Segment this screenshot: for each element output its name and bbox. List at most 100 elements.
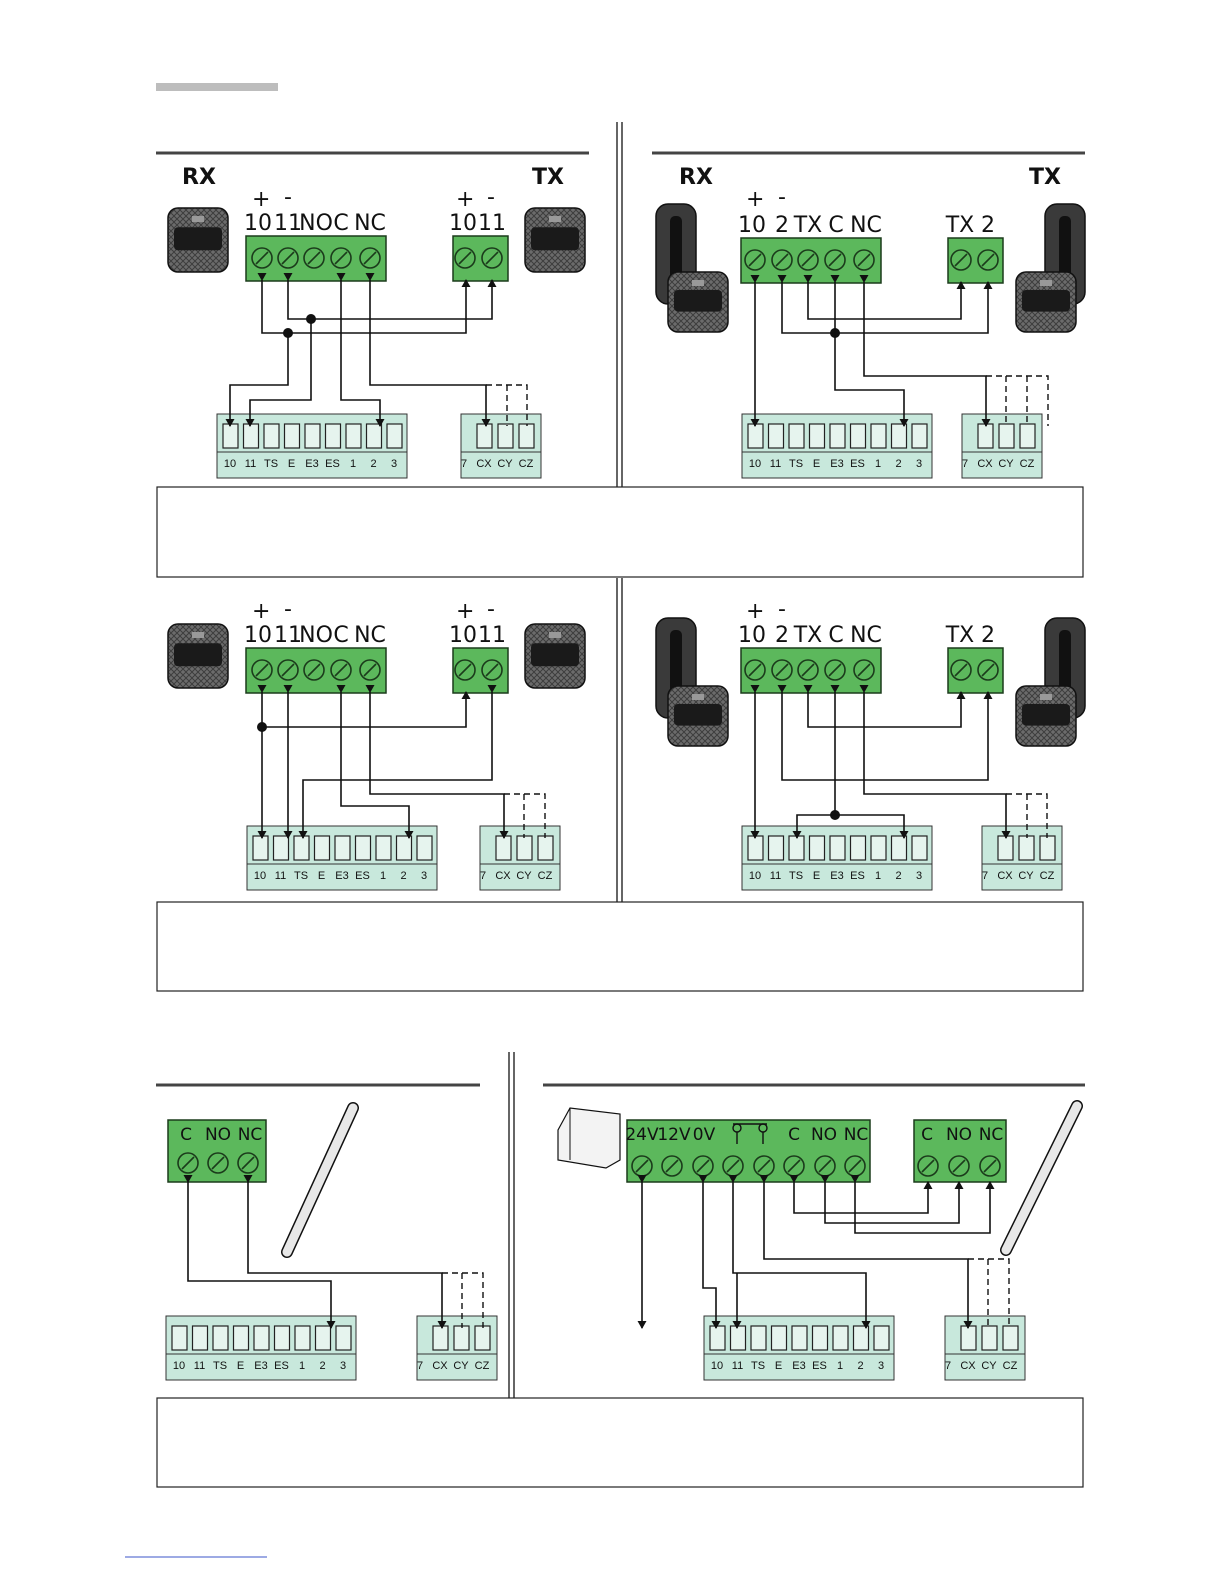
terminal-screw — [771, 249, 793, 271]
rx-photocell — [167, 207, 229, 273]
board-terminal-label: 1 — [380, 870, 386, 882]
board-socket — [283, 423, 301, 449]
board-socket — [747, 835, 764, 861]
rx-photocell — [667, 685, 729, 747]
board-socket — [212, 1325, 229, 1351]
wire-c — [336, 273, 385, 427]
board-terminal-label: 3 — [916, 458, 922, 470]
board-terminal-label: CY — [516, 870, 532, 882]
wire-nc — [365, 273, 491, 427]
terminal-screw — [814, 1155, 836, 1177]
board-terminal-label: E — [813, 870, 820, 882]
terminal-screw — [917, 1155, 939, 1177]
terminal-screw — [744, 659, 766, 681]
board-socket — [911, 423, 928, 449]
board-terminal-label: 10 — [749, 458, 761, 470]
board-terminal-label: 1 — [350, 458, 356, 470]
board-terminal-label: E — [288, 458, 295, 470]
svg-text:+: + — [456, 599, 474, 624]
board-terminal-label: 2 — [857, 1360, 863, 1372]
terminal-label: TX — [793, 213, 823, 238]
board-socket — [432, 1325, 449, 1351]
terminal-label: NO — [946, 1125, 972, 1145]
board-socket — [788, 423, 805, 449]
board-terminal-label: CZ — [538, 870, 553, 882]
wire-nc — [243, 1175, 447, 1329]
board-socket — [294, 1325, 311, 1351]
board-socket — [767, 423, 785, 449]
board-terminal-label: E3 — [792, 1360, 805, 1372]
sensitive-edge-device — [1000, 1100, 1083, 1256]
rx-label: RX — [182, 165, 216, 190]
svg-text:-: - — [284, 185, 292, 210]
board-terminal-label: 11 — [770, 458, 781, 470]
terminal-label: C — [333, 211, 348, 236]
board-terminal-label: CZ — [1003, 1360, 1018, 1372]
terminal-screw — [207, 1152, 229, 1174]
board-terminal-label: 10 — [254, 870, 266, 882]
board-socket — [770, 1325, 788, 1351]
board-socket — [345, 423, 362, 449]
terminal-screw — [979, 1155, 1001, 1177]
board-terminal-label: TS — [264, 458, 278, 470]
polarity-markers: + - + - + - + - + - + - — [252, 185, 786, 624]
board-socket — [791, 1325, 808, 1351]
board-terminal-label: 10 — [711, 1360, 723, 1372]
terminal-screw — [824, 249, 846, 271]
board-socket — [395, 835, 413, 861]
rx-label: RX — [679, 165, 713, 190]
sensitive-edge-device — [281, 1102, 359, 1258]
relay-contact-icon — [732, 1123, 768, 1144]
terminal-label: 10 — [449, 623, 477, 648]
terminal-label: 10 — [738, 623, 766, 648]
board-socket — [997, 835, 1014, 861]
board-socket — [849, 423, 867, 449]
terminal-screw — [251, 659, 273, 681]
terminal-screw — [771, 659, 793, 681]
board-terminal-label: 10 — [224, 458, 236, 470]
board-socket — [1018, 835, 1035, 861]
board-terminal-label: E3 — [305, 458, 318, 470]
board-terminal-label: 11 — [194, 1360, 205, 1372]
board-terminal-label: 7 — [982, 870, 988, 882]
wire-nc — [820, 1175, 964, 1224]
terminal-screw — [744, 249, 766, 271]
wire-plus — [257, 273, 471, 334]
wire-c — [830, 275, 909, 427]
terminal-label: 10 — [449, 211, 477, 236]
terminal-screw — [948, 1155, 970, 1177]
board-terminal-label: 2 — [370, 458, 376, 470]
board-socket — [747, 423, 764, 449]
board-terminal-label: E — [775, 1360, 782, 1372]
board-socket — [253, 1325, 270, 1351]
terminal-label: NC — [844, 1125, 869, 1145]
terminal-label: C — [180, 1125, 192, 1145]
board-terminal-label: CY — [981, 1360, 997, 1372]
svg-text:+: + — [746, 187, 764, 212]
wire-nc — [859, 275, 991, 427]
board-socket — [767, 835, 785, 861]
board-terminal-label: 7 — [417, 1360, 423, 1372]
board-terminal-label: E3 — [335, 870, 348, 882]
terminal-label: NO — [205, 1125, 231, 1145]
board-terminal-label: CX — [476, 458, 492, 470]
terminal-screw — [359, 659, 381, 681]
board-socket — [852, 1325, 870, 1351]
wire-no — [850, 1175, 995, 1234]
svg-text:-: - — [487, 597, 495, 622]
board-socket — [386, 423, 403, 449]
board-socket — [981, 1325, 998, 1351]
wire-nc — [365, 685, 509, 839]
terminal-screw — [844, 1155, 866, 1177]
terminal-label: 2 — [981, 623, 995, 648]
board-terminal-label: CX — [997, 870, 1013, 882]
board-terminal-label: CY — [1018, 870, 1034, 882]
